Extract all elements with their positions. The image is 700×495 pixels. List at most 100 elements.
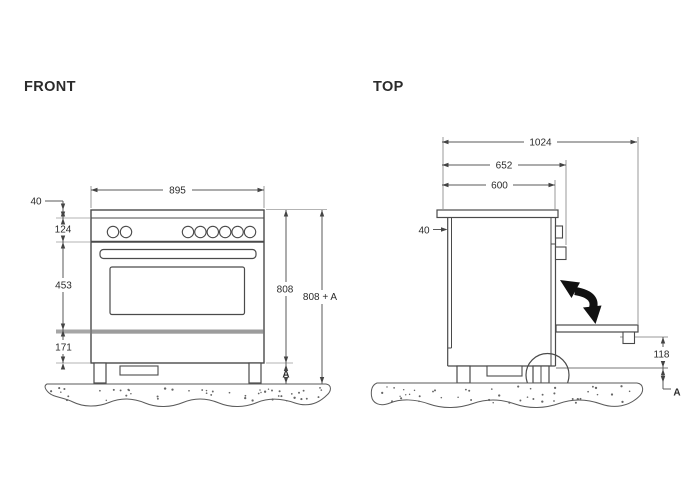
ground-dot — [127, 388, 130, 391]
ground-dot — [211, 390, 214, 393]
arrowhead — [91, 187, 98, 193]
ground-dot — [50, 390, 53, 393]
dim-label-808: 808 — [277, 285, 294, 296]
arrowhead — [548, 182, 555, 188]
front-ext-band — [56, 329, 90, 334]
arrowhead — [442, 182, 449, 188]
arrowhead — [441, 227, 448, 232]
ground-dot — [391, 400, 393, 403]
ground-dot — [280, 395, 283, 398]
ground-dot — [205, 389, 208, 392]
arrowhead — [283, 364, 289, 371]
ground-dot — [408, 393, 411, 396]
ground-dot — [587, 390, 589, 393]
ground-dot — [418, 400, 420, 403]
ground-dot — [260, 391, 262, 394]
top-view: TOP — [370, 79, 681, 408]
dim-label-652: 652 — [496, 161, 513, 172]
ground-dot — [302, 389, 305, 392]
ground-dot — [413, 389, 416, 392]
arrowhead — [60, 203, 66, 210]
ground-dot — [293, 396, 296, 399]
ground-dot — [317, 396, 320, 399]
ground-dot — [571, 398, 574, 400]
ground-dot — [271, 389, 273, 392]
arrowhead — [283, 210, 289, 217]
ground-dot — [418, 395, 421, 398]
front-dim-labels: 895 40 124 453 171 808 808 + A A — [30, 184, 343, 381]
ground-dot — [541, 400, 544, 403]
ground-dot — [228, 391, 231, 394]
ground-dot — [305, 397, 308, 400]
ground-dot — [404, 394, 407, 396]
ground-dot — [553, 392, 556, 395]
ground-dot — [490, 388, 493, 390]
dim-label-895: 895 — [169, 186, 186, 197]
ground-dot — [381, 391, 384, 395]
ground-dot — [553, 386, 557, 390]
arrowhead — [283, 356, 289, 363]
top-view-title: TOP — [373, 79, 404, 95]
front-ground — [44, 383, 331, 407]
arrowhead — [660, 337, 666, 344]
arrowhead — [559, 162, 566, 168]
ground-dot — [112, 388, 115, 391]
ground-dot — [468, 389, 471, 392]
dim-label-171: 171 — [55, 343, 72, 354]
ground-dot — [63, 387, 66, 391]
ground-dot — [393, 387, 395, 389]
ground-dot — [526, 396, 529, 398]
ground-dot — [105, 399, 108, 402]
ground-dot — [594, 386, 598, 390]
dim-label-124: 124 — [55, 225, 72, 236]
arrowhead — [660, 361, 666, 368]
ground-dot — [553, 400, 555, 402]
arrowhead — [442, 139, 449, 145]
ground-dot — [529, 387, 532, 390]
ground-dot — [125, 394, 128, 397]
ground-dot — [205, 392, 208, 395]
ground-dot — [257, 392, 260, 395]
arrowhead — [60, 363, 66, 370]
ground-dot — [440, 396, 443, 399]
arrowhead — [630, 139, 637, 145]
ground-dot — [574, 401, 577, 404]
ground-dot — [400, 397, 403, 400]
ground-dot — [277, 395, 280, 397]
dim-label-a-top: A — [673, 388, 680, 399]
arrowhead — [60, 356, 66, 363]
ground-dot — [298, 391, 300, 394]
ground-dot — [119, 389, 122, 392]
front-extension-lines — [56, 209, 327, 364]
arrowhead — [442, 162, 449, 168]
ground-dot — [433, 389, 437, 392]
dim-label-118: 118 — [654, 350, 670, 361]
ground-dot — [259, 389, 261, 391]
arrowhead — [60, 330, 66, 337]
door-swing-arrow-icon — [560, 280, 602, 324]
ground-dot — [620, 385, 623, 388]
ground-dot — [290, 393, 293, 395]
ground-dot — [201, 389, 204, 391]
ground-dot — [432, 390, 434, 393]
arrowhead — [319, 377, 325, 384]
ground-dot — [171, 388, 174, 391]
ground-dot — [402, 388, 405, 391]
dim-label-a-front: A — [282, 370, 289, 381]
top-dim-labels: 1024 652 600 40 118 A — [418, 136, 681, 399]
ground-dot — [596, 393, 599, 396]
ground-dot — [470, 399, 473, 401]
arrowhead — [257, 187, 264, 193]
ground-dot — [99, 389, 101, 392]
ground-dot — [188, 389, 190, 392]
dim-label-1024: 1024 — [529, 138, 552, 149]
top-ground — [370, 382, 644, 408]
dim-label-40-front: 40 — [30, 197, 42, 208]
ground-dot — [508, 401, 511, 404]
arrowhead — [60, 323, 66, 330]
top-ground-texture — [381, 385, 631, 404]
arrowhead — [283, 377, 289, 384]
dim-label-808-plus-a: 808 + A — [303, 292, 338, 303]
ground-dot — [278, 390, 281, 393]
